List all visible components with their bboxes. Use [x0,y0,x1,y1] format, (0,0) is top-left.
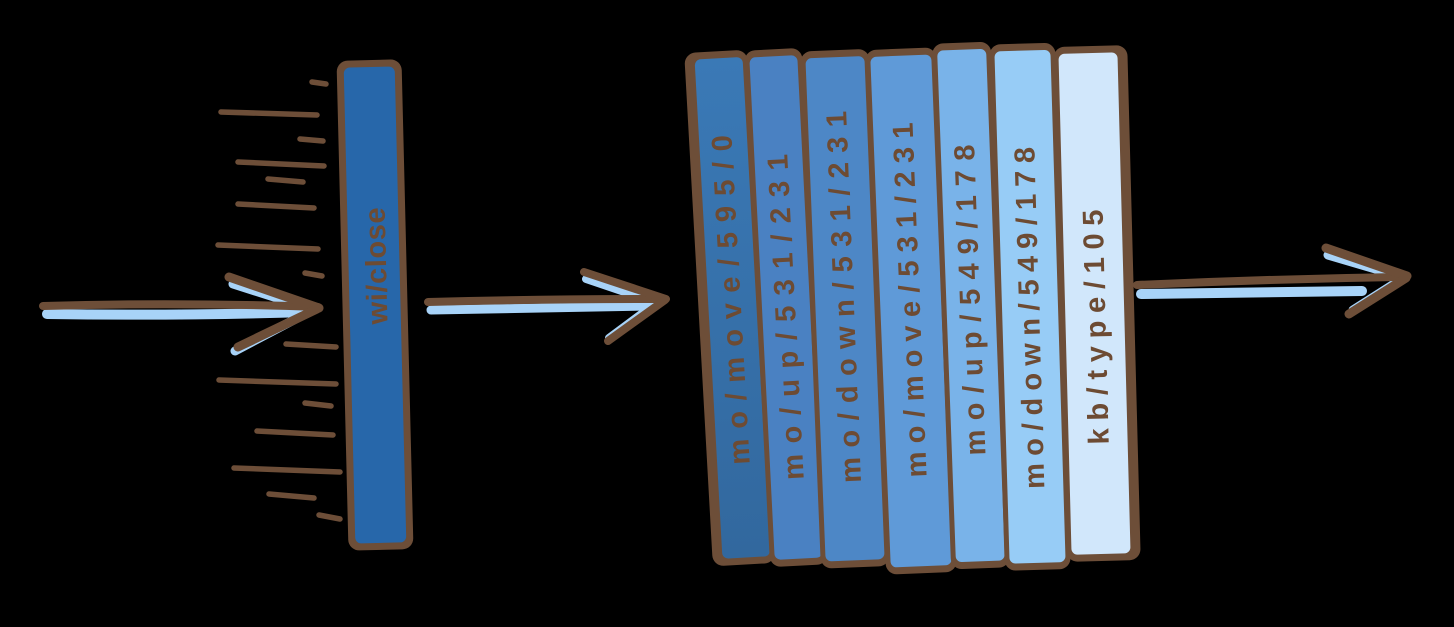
svg-text:wi/close: wi/close [360,207,395,326]
svg-text:kb/type/105: kb/type/105 [1078,209,1116,445]
